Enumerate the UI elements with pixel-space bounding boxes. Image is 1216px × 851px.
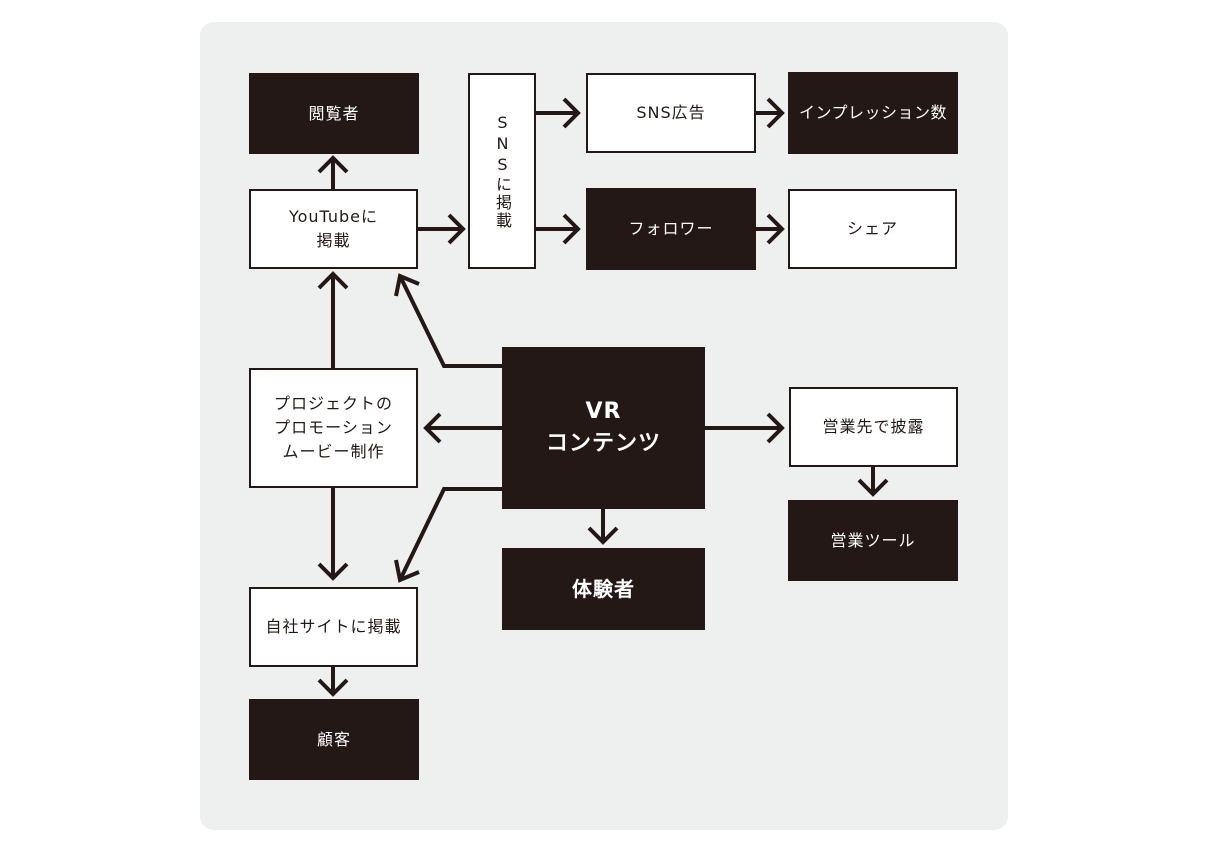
arrow-vr-to-promo — [423, 412, 502, 444]
node-own-site: 自社サイトに掲載 — [249, 587, 418, 667]
node-experiencer: 体験者 — [502, 548, 705, 630]
arrow-ad-to-impressions — [755, 97, 785, 129]
arrow-sns-to-followers — [536, 213, 581, 245]
arrow-vr-to-sales-show — [705, 412, 785, 444]
arrow-followers-to-share — [755, 213, 785, 245]
node-vr-content: VR コンテンツ — [502, 347, 705, 509]
node-sns-ad: SNS広告 — [586, 73, 756, 153]
arrow-youtube-to-viewer — [317, 155, 349, 189]
node-followers: フォロワー — [586, 188, 756, 270]
arrow-own-site-to-customer — [317, 666, 349, 697]
arrow-promo-to-own-site — [317, 487, 349, 581]
node-customer: 顧客 — [249, 699, 419, 780]
arrow-promo-to-youtube — [317, 271, 349, 368]
node-youtube: YouTubeに 掲載 — [249, 189, 418, 269]
node-sales-tool: 営業ツール — [788, 500, 958, 581]
arrow-vr-to-youtube — [394, 273, 502, 368]
node-viewer: 閲覧者 — [249, 73, 419, 154]
node-share: シェア — [788, 189, 957, 269]
node-sales-show: 営業先で披露 — [789, 387, 958, 467]
arrow-sns-to-ad — [536, 97, 581, 129]
node-sns-post: SNSに掲載 — [468, 73, 536, 269]
arrow-vr-to-own-site — [394, 487, 502, 583]
node-impressions: インプレッション数 — [788, 72, 958, 154]
node-promo-movie: プロジェクトの プロモーション ムービー制作 — [249, 368, 418, 488]
arrow-vr-to-experiencer — [587, 509, 619, 545]
arrow-sales-show-to-tool — [857, 467, 889, 497]
arrow-youtube-to-sns — [417, 213, 466, 245]
